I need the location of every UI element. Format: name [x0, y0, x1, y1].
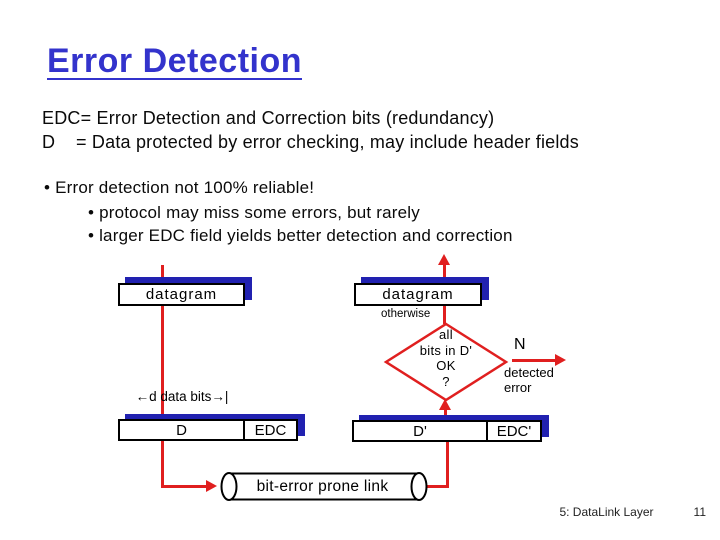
flow-line-sender-horizontal [161, 485, 207, 488]
decision-diamond [383, 322, 509, 402]
edcprime-field-label: EDC' [496, 422, 532, 440]
arrowhead-detected-error-icon [555, 354, 566, 366]
n-branch-label: N [514, 336, 526, 353]
detected-error-label: detected error [504, 365, 554, 395]
decision-line-2: bits in D' [419, 342, 473, 358]
footer-section-label: 5: DataLink Layer [559, 505, 654, 519]
arrowhead-into-link-icon [206, 480, 217, 492]
bullet-larger-edc: • larger EDC field yields better detecti… [88, 226, 513, 245]
link-label: bit-error prone link [256, 478, 389, 495]
bullet-reliability: • Error detection not 100% reliable! [44, 178, 315, 197]
flow-line-sender-vertical [161, 265, 164, 488]
otherwise-label: otherwise [381, 308, 431, 320]
flow-line-n-branch [512, 359, 557, 362]
definition-edc: EDC= Error Detection and Correction bits… [42, 108, 495, 128]
d-data-bits-label: ←d data bits→| [135, 389, 229, 404]
receiver-frame-box: D' EDC' [352, 420, 542, 442]
sender-frame-box: D EDC [118, 419, 298, 441]
sender-datagram-box: datagram [118, 283, 245, 306]
decision-line-1: all [439, 327, 453, 342]
detected-error-line-1: detected [504, 365, 554, 380]
dprime-field-label: D' [413, 422, 427, 440]
edc-field-label: EDC [254, 421, 287, 439]
arrowhead-datagram-up-icon [438, 254, 450, 265]
decision-line-4: ? [442, 373, 450, 389]
dprime-field: D' [354, 422, 488, 440]
footer-page-number: 11 [693, 505, 706, 519]
flow-line-into-diamond [444, 407, 447, 419]
sender-datagram-label: datagram [145, 286, 218, 303]
bullet-protocol-miss: • protocol may miss some errors, but rar… [88, 203, 420, 222]
detected-error-line-2: error [504, 380, 532, 395]
receiver-datagram-box: datagram [354, 283, 482, 306]
d-field-label: D [176, 421, 187, 439]
edc-field: EDC [245, 421, 296, 439]
receiver-datagram-label: datagram [382, 286, 454, 303]
arrowhead-into-diamond-icon [439, 399, 451, 410]
edcprime-field: EDC' [488, 422, 540, 440]
d-field: D [120, 421, 245, 439]
flow-line-receiver-vertical-lower [446, 442, 449, 488]
definition-d: D = Data protected by error checking, ma… [42, 132, 579, 152]
footer: 5: DataLink Layer 11 [559, 505, 706, 519]
link-pipe [220, 472, 428, 501]
decision-text: all bits in D' OK ? [386, 327, 506, 389]
flow-line-receiver-horizontal [426, 485, 449, 488]
decision-line-3: OK [436, 358, 456, 373]
page-title: Error Detection [47, 42, 302, 80]
